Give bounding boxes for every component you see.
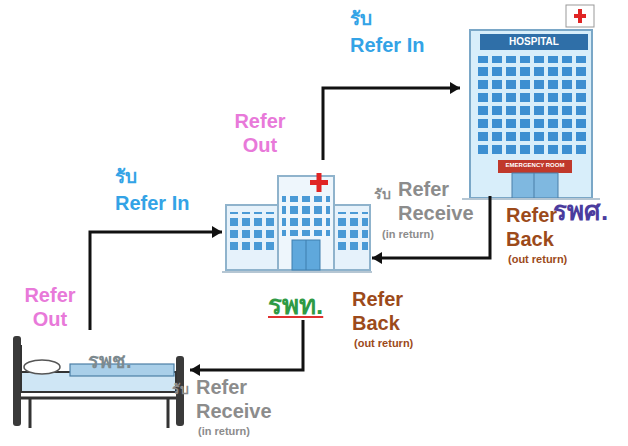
big-hospital-part (512, 173, 558, 198)
big-hospital-part (480, 34, 588, 50)
big-hospital-part (578, 9, 582, 23)
hospital-level: รพช. (88, 350, 132, 374)
bed-part (29, 398, 32, 428)
big-hospital-part (534, 173, 535, 198)
referral-arrow (90, 232, 222, 330)
referral-arrow (190, 320, 303, 370)
general-hospital-part (317, 173, 322, 192)
flow-label: (in return) (382, 228, 434, 241)
general-hospital-part (306, 240, 307, 270)
general-hospital-part (292, 240, 320, 270)
flow-label: Refer In (350, 34, 424, 58)
flow-label: Refer Receive (196, 376, 280, 423)
sign-text: HOSPITAL (482, 36, 586, 48)
flow-label: Refer Receive (398, 178, 482, 225)
general-hospital (222, 173, 372, 272)
flow-label: Refer Out (14, 284, 86, 331)
general-hospital: รพท. (222, 160, 372, 320)
flow-label: รับ (350, 8, 372, 30)
flow-label: รับ (172, 381, 189, 398)
bed-part (167, 398, 170, 428)
bed-part (24, 360, 60, 374)
community-hospital: รพช. (10, 330, 190, 430)
big-hospital-part (566, 5, 594, 27)
bed (13, 336, 184, 428)
general-hospital-part (330, 205, 370, 270)
flow-label: (out return) (508, 253, 567, 266)
bed-part (20, 345, 22, 372)
big-hospital-part (470, 30, 592, 198)
general-hospital-part (226, 205, 282, 270)
bed-part (13, 336, 21, 426)
referral-arrow (323, 88, 460, 160)
general-hospital-part (222, 271, 372, 273)
hospital-level: รพศ. (553, 196, 608, 227)
general-hospital-part (278, 176, 334, 270)
bed-part (21, 397, 176, 400)
big-hospital (462, 5, 600, 199)
general-hospital-part (282, 196, 330, 236)
flow-label: Refer Back (506, 204, 586, 251)
general-hospital-part (230, 212, 278, 250)
flow-label: (out return) (354, 337, 413, 350)
big-hospital-part (477, 56, 587, 156)
big-hospital-part (498, 160, 572, 173)
flow-label: รับ (115, 166, 137, 188)
general-hospital-part (334, 212, 368, 250)
flow-label: Refer In (115, 192, 189, 216)
hospital-level: รพท. (268, 290, 323, 321)
flow-label: Refer Back (352, 288, 432, 335)
flow-label: Refer Out (222, 110, 298, 157)
sign-text: EMERGENCY ROOM (500, 162, 570, 169)
flow-label: (in return) (198, 425, 250, 438)
flow-label: รับ (374, 186, 391, 203)
